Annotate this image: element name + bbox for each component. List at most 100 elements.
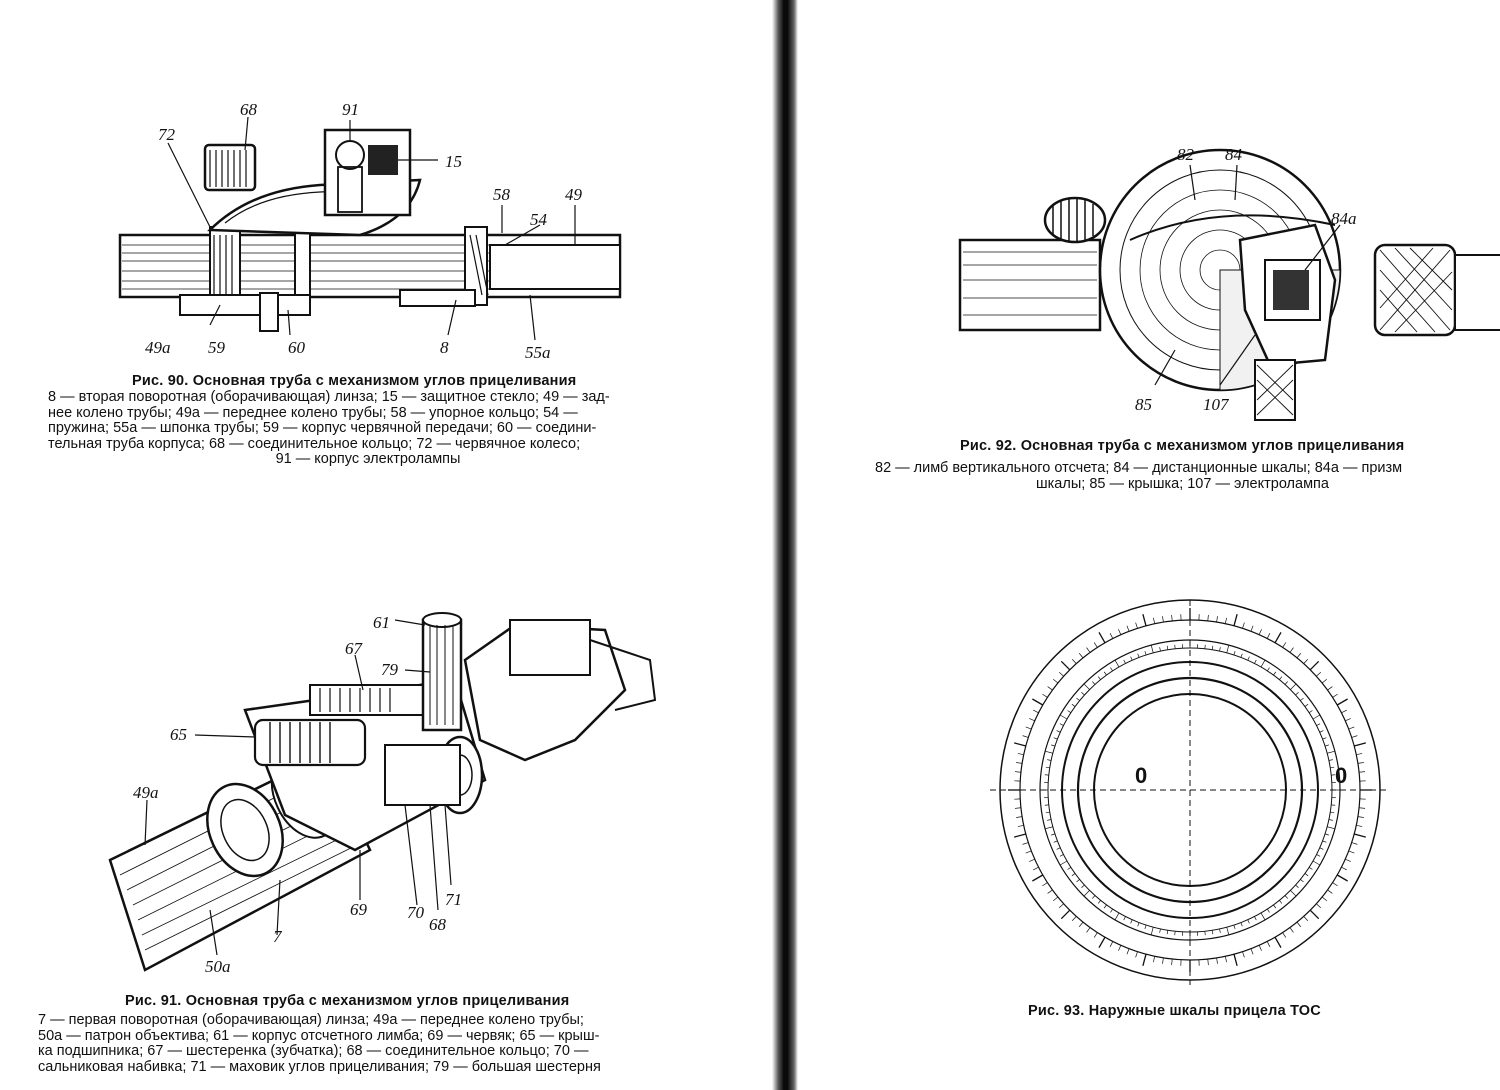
fig90-label-59: 59 bbox=[208, 338, 226, 357]
dial-tick-mark bbox=[1144, 924, 1147, 929]
dial-tick-mark bbox=[1242, 951, 1245, 958]
dial-tick-mark bbox=[1328, 759, 1333, 761]
dial-tick-mark bbox=[1059, 854, 1064, 857]
dial-tick-mark bbox=[1324, 833, 1329, 836]
legend-line: 82 — лимб вертикального отсчета; 84 — ди… bbox=[875, 460, 1403, 476]
dial-tick-mark bbox=[1171, 614, 1173, 621]
dial-tick-mark bbox=[1159, 647, 1161, 652]
dial-tick-mark bbox=[1312, 860, 1321, 866]
dial-tick-mark bbox=[1250, 948, 1254, 955]
dial-tick-mark bbox=[1348, 726, 1355, 730]
dial-tick-mark bbox=[1171, 959, 1173, 966]
dial-tick-mark bbox=[1304, 703, 1309, 707]
dial-tick-mark bbox=[1303, 658, 1309, 664]
dial-tick-mark bbox=[1284, 681, 1288, 685]
dial-tick-mark bbox=[1330, 766, 1335, 769]
dial-tick-mark bbox=[1266, 941, 1271, 947]
dial-tick-mark bbox=[1118, 945, 1122, 951]
dial-tick-mark bbox=[1032, 874, 1044, 882]
dial-tick-mark bbox=[1332, 693, 1338, 698]
dial-tick-mark bbox=[1247, 919, 1250, 924]
dial-tick-mark bbox=[1327, 889, 1333, 894]
dial-tick-mark bbox=[1045, 811, 1050, 814]
dial-tick-mark bbox=[1226, 927, 1230, 935]
dial-zero-marker-left: 0 bbox=[1135, 763, 1147, 788]
figure-90-legend: 8 — вторая поворотная (оборачивающая) ли… bbox=[48, 389, 688, 468]
fig90-label-49: 49 bbox=[565, 185, 583, 204]
dial-tick-mark bbox=[1098, 936, 1106, 948]
dial-tick-mark bbox=[1076, 879, 1080, 883]
dial-tick-mark bbox=[1130, 656, 1133, 661]
dial-tick-mark bbox=[1308, 867, 1313, 870]
figure-90-illustration: 68 91 72 15 58 54 49 49a 59 60 8 55a bbox=[110, 95, 650, 370]
fig91-label-68: 68 bbox=[429, 915, 447, 934]
dial-tick-mark bbox=[1153, 617, 1155, 624]
dial-tick-mark bbox=[1047, 819, 1052, 821]
dial-tick-mark bbox=[1016, 762, 1023, 764]
dial-tick-mark bbox=[1083, 683, 1090, 690]
fig90-label-8: 8 bbox=[440, 338, 449, 357]
fig91-label-61: 61 bbox=[373, 613, 390, 632]
dial-tick-mark bbox=[1296, 653, 1302, 659]
dial-tick-mark bbox=[1042, 882, 1048, 887]
dial-tick-mark bbox=[1014, 771, 1021, 773]
dial-tick-mark bbox=[1295, 884, 1299, 888]
dial-tick-mark bbox=[1060, 909, 1071, 920]
dial-tick-mark bbox=[1109, 633, 1114, 639]
dial-tick-mark bbox=[1324, 744, 1329, 747]
dial-tick-mark bbox=[1053, 896, 1059, 902]
dial-tick-mark bbox=[1357, 762, 1364, 764]
dial-tick-mark bbox=[1016, 816, 1023, 818]
fig91-label-49a: 49a bbox=[133, 783, 159, 802]
dial-tick-mark bbox=[1162, 616, 1164, 623]
figure-90-title: Рис. 90. Основная труба с механизмом угл… bbox=[132, 373, 577, 389]
figure-92-title: Рис. 92. Основная труба с механизмом угл… bbox=[960, 438, 1405, 454]
dial-tick-mark bbox=[1166, 645, 1169, 650]
dial-tick-mark bbox=[1042, 693, 1048, 698]
legend-line: 91 — корпус электролампы bbox=[275, 451, 461, 467]
dial-tick-mark bbox=[1279, 900, 1283, 904]
fig91-label-70: 70 bbox=[407, 903, 425, 922]
dial-tick-mark bbox=[1321, 896, 1327, 902]
dial-tick-mark bbox=[1032, 698, 1044, 706]
dial-tick-mark bbox=[1322, 840, 1327, 843]
dial-tick-mark bbox=[1348, 850, 1355, 854]
legend-line: ка подшипника; 67 — шестеренка (зубчатка… bbox=[38, 1043, 589, 1059]
dial-tick-mark bbox=[1289, 927, 1294, 933]
dial-tick-mark bbox=[1295, 692, 1299, 696]
dial-tick-mark bbox=[1078, 653, 1084, 659]
dial-tick-mark bbox=[1097, 900, 1101, 904]
dial-tick-mark bbox=[1110, 908, 1113, 913]
dial-tick-mark bbox=[1150, 927, 1154, 935]
figure-92-legend: 82 — лимб вертикального отсчета; 84 — ди… bbox=[875, 460, 1490, 492]
dial-tick-mark bbox=[1123, 916, 1126, 921]
fig90-label-54: 54 bbox=[530, 210, 548, 229]
dial-tick-mark bbox=[1233, 614, 1238, 626]
dial-tick-mark bbox=[1207, 614, 1209, 621]
dial-tick-mark bbox=[1319, 730, 1324, 733]
fig92-label-84: 84 bbox=[1225, 145, 1243, 164]
fig91-label-79: 79 bbox=[381, 660, 399, 679]
dial-tick-mark bbox=[1319, 847, 1324, 850]
dial-tick-mark bbox=[1273, 671, 1277, 676]
dial-tick-mark bbox=[1047, 759, 1052, 761]
dial-tick-mark bbox=[1274, 632, 1282, 644]
fig92-label-84a: 84a bbox=[1331, 209, 1357, 228]
dial-tick-mark bbox=[1258, 629, 1262, 635]
right-page: 82 84 84a 85 107 Рис. 92. Основная труба… bbox=[800, 0, 1500, 1090]
dial-tick-mark bbox=[1304, 873, 1309, 877]
dial-tick-mark bbox=[1051, 833, 1056, 836]
dial-tick-mark bbox=[1341, 709, 1347, 714]
dial-tick-mark bbox=[1135, 622, 1138, 629]
dial-tick-mark bbox=[1247, 656, 1250, 661]
dial-tick-mark bbox=[1274, 936, 1282, 948]
dial-tick-mark bbox=[1059, 723, 1064, 726]
dial-tick-mark bbox=[1258, 945, 1262, 951]
dial-tick-mark bbox=[1316, 903, 1322, 909]
dial-tick-mark bbox=[1059, 714, 1068, 720]
dial-zero-marker-right: 0 bbox=[1335, 763, 1347, 788]
dial-tick-mark bbox=[1309, 909, 1320, 920]
dial-tick-mark bbox=[1354, 742, 1366, 747]
dial-tick-mark bbox=[1029, 858, 1035, 862]
dial-tick-mark bbox=[1058, 671, 1064, 677]
